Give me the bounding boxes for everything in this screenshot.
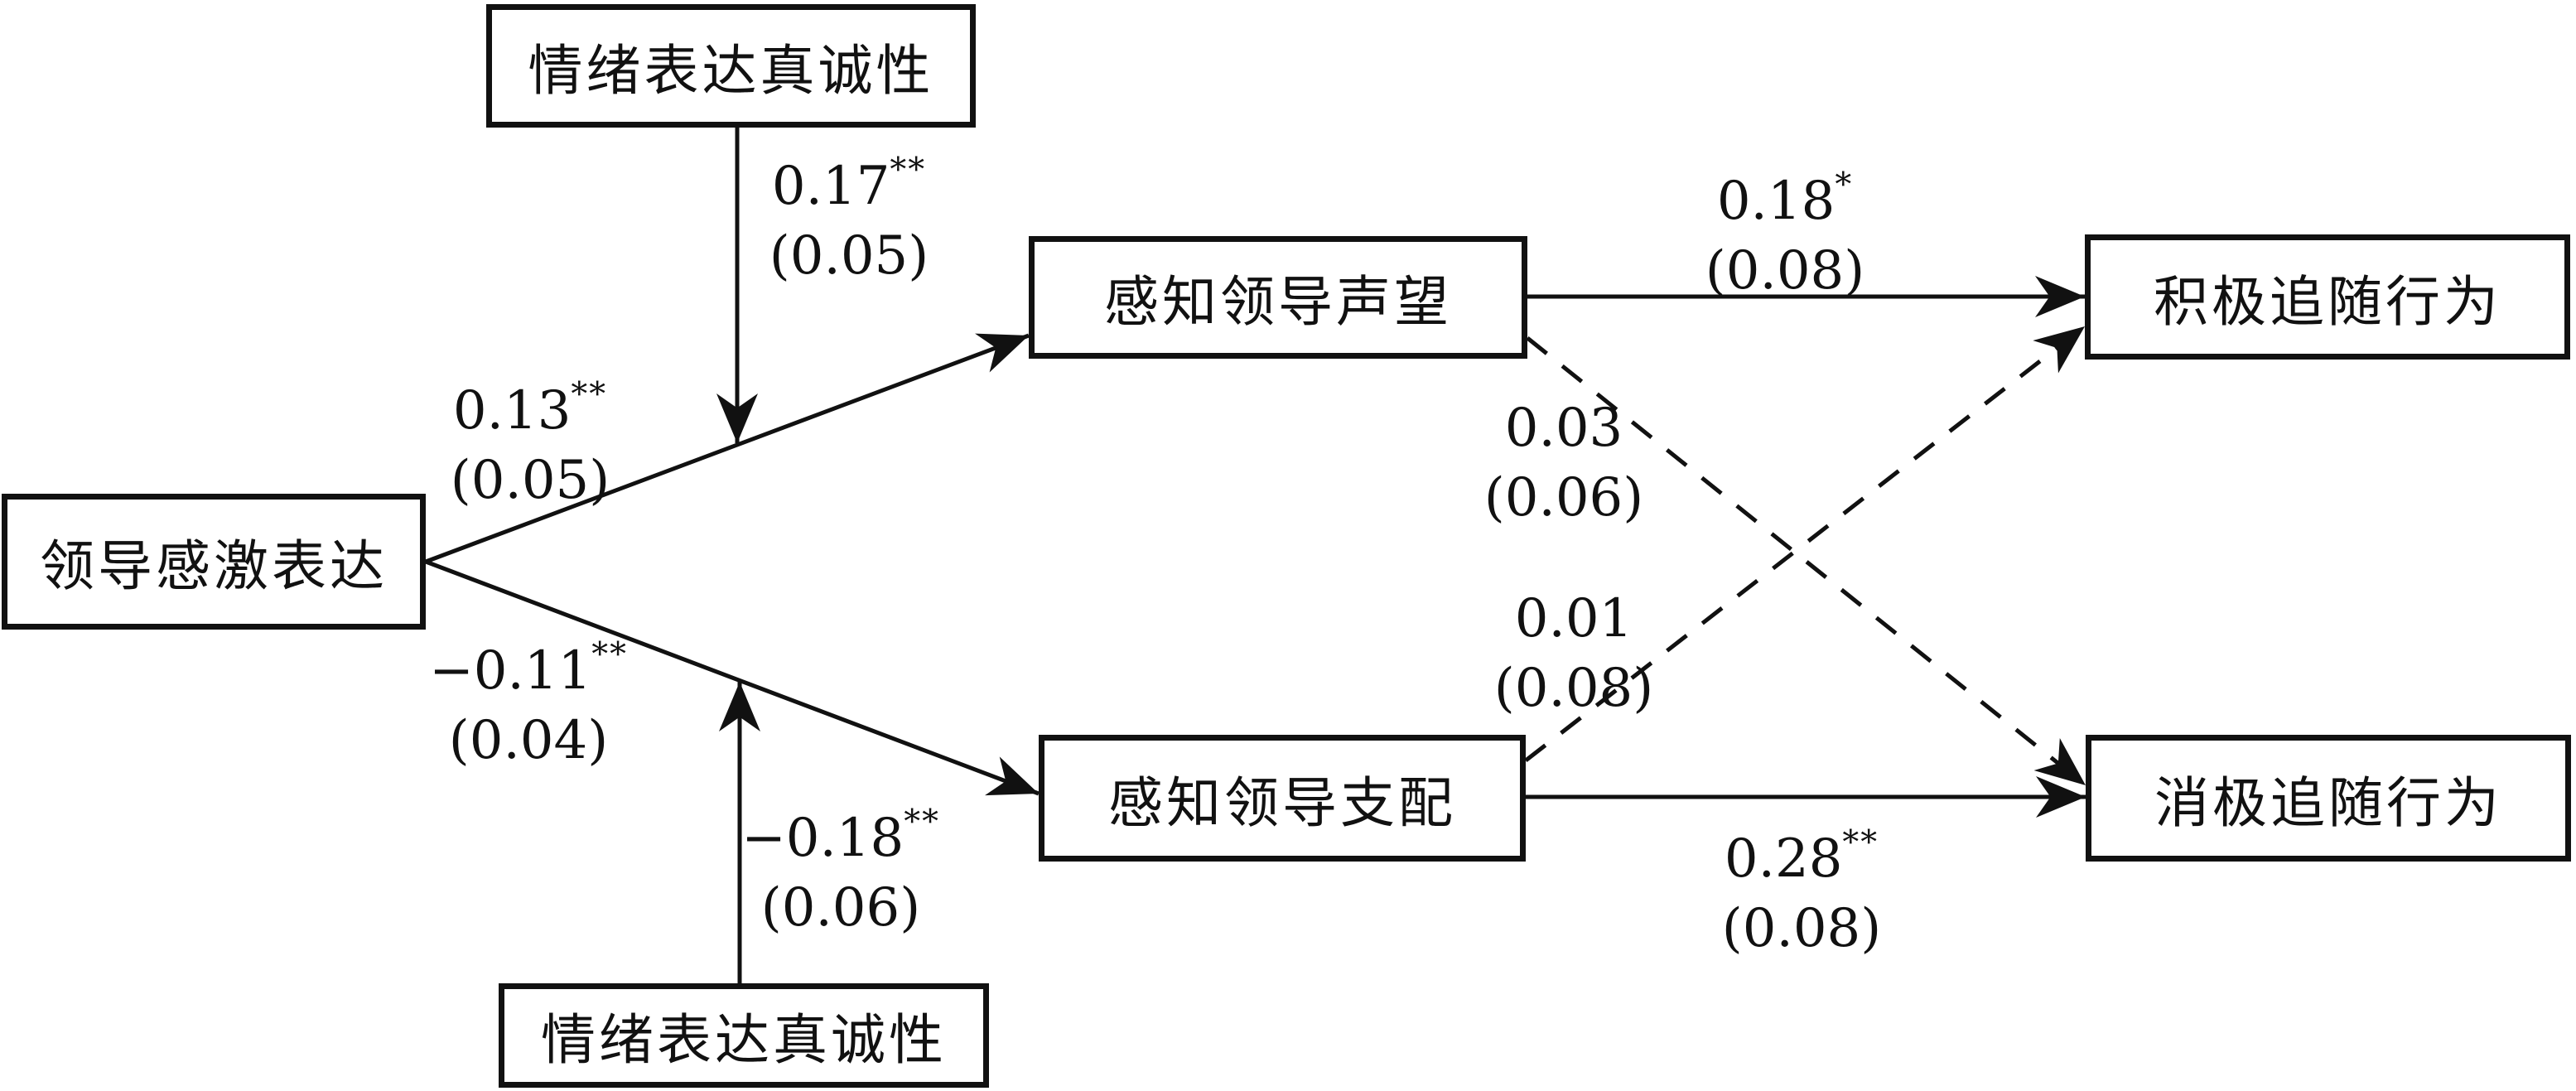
coef-se: (0.08) bbox=[1721, 898, 1882, 959]
coef-value: 0.17 bbox=[771, 156, 890, 217]
coef-se: (0.05) bbox=[769, 225, 929, 287]
coef-se: (0.04) bbox=[448, 710, 609, 771]
node-moderator-bottom: 情绪表达真诚性 bbox=[499, 983, 989, 1088]
arrow-prestige-to-negative-dashed bbox=[1526, 336, 2087, 787]
node-mediator-prestige: 感知领导声望 bbox=[1029, 236, 1527, 359]
node-moderator-bottom-label: 情绪表达真诚性 bbox=[541, 1008, 947, 1072]
node-dv-positive-label: 积极追随行为 bbox=[2154, 269, 2501, 334]
coef-se: (0.06) bbox=[760, 877, 921, 939]
path-label-iv-to-prestige: 0.13** (0.05) bbox=[451, 360, 610, 515]
arrow-iv-to-dominance bbox=[425, 559, 1040, 796]
coef-se: (0.08) bbox=[1493, 658, 1654, 719]
node-dv-positive: 积极追随行为 bbox=[2085, 234, 2570, 360]
coef-value: 0.01 bbox=[1514, 588, 1633, 649]
coef-stars: ** bbox=[571, 375, 608, 413]
coef-se: (0.06) bbox=[1483, 467, 1644, 529]
coef-value: 0.13 bbox=[452, 380, 572, 442]
node-dv-negative: 消极追随行为 bbox=[2086, 735, 2571, 862]
coef-value: 0.18 bbox=[1716, 171, 1836, 232]
path-label-iv-to-dominance: −0.11** (0.04) bbox=[429, 620, 628, 775]
coef-value: 0.28 bbox=[1724, 828, 1843, 890]
path-label-dominance-to-negative: 0.28** (0.08) bbox=[1722, 808, 1881, 963]
path-label-dominance-to-positive: 0.01 (0.08) bbox=[1494, 567, 1653, 723]
node-mediator-dominance-label: 感知领导支配 bbox=[1108, 770, 1456, 835]
node-iv: 领导感激表达 bbox=[2, 494, 426, 630]
path-label-moderator-top: 0.17** (0.05) bbox=[769, 135, 929, 291]
path-label-prestige-to-negative: 0.03 (0.06) bbox=[1484, 377, 1643, 533]
coef-value: −0.18 bbox=[741, 808, 904, 869]
coef-se: (0.05) bbox=[450, 450, 610, 511]
coef-value: 0.03 bbox=[1504, 398, 1623, 459]
coef-stars: ** bbox=[1842, 823, 1879, 862]
node-mediator-dominance: 感知领导支配 bbox=[1039, 735, 1526, 862]
node-moderator-top-label: 情绪表达真诚性 bbox=[528, 38, 934, 103]
arrow-dominance-to-positive-dashed bbox=[1524, 325, 2086, 762]
coef-value: −0.11 bbox=[429, 640, 592, 702]
coef-se: (0.08) bbox=[1705, 240, 1865, 302]
node-iv-label: 领导感激表达 bbox=[40, 534, 388, 598]
path-label-moderator-bottom: −0.18** (0.06) bbox=[741, 787, 940, 943]
arrow-iv-to-prestige bbox=[425, 333, 1030, 564]
node-mediator-prestige-label: 感知领导声望 bbox=[1104, 270, 1452, 334]
coef-stars: ** bbox=[890, 151, 927, 189]
node-moderator-top: 情绪表达真诚性 bbox=[486, 4, 976, 128]
coef-stars: ** bbox=[591, 635, 628, 673]
coef-stars: ** bbox=[904, 803, 940, 841]
path-label-prestige-to-positive: 0.18* (0.08) bbox=[1705, 150, 1864, 306]
node-dv-negative-label: 消极追随行为 bbox=[2154, 770, 2502, 835]
coef-stars: * bbox=[1835, 166, 1854, 204]
